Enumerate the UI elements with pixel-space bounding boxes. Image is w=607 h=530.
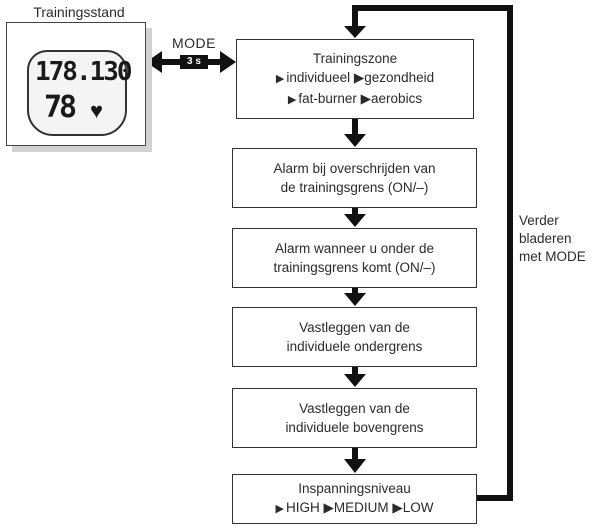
arrow-3-head (344, 293, 366, 306)
mode-hold-badge: 3 s (180, 55, 208, 69)
box-training-zone-title: Trainingszone (312, 50, 398, 66)
watch-display (27, 50, 127, 136)
display-bottom-readout: 78 (44, 90, 77, 125)
arrow-2-head (344, 214, 366, 227)
box-training-zone-line-2-wrap: ▶individueel ▶gezondheid (237, 68, 473, 89)
side-note-line-2: bladeren (519, 231, 572, 246)
loop-back-arrowhead (344, 26, 366, 38)
box-alarm-over-limit: Alarm bij overschrijden van de trainings… (232, 148, 477, 208)
mode-arrow-right-head (220, 51, 236, 73)
box-alarm-over-limit-line-1: Alarm bij overschrijden van (273, 161, 436, 176)
box-set-upper-limit-line-2: individuele bovengrens (285, 420, 424, 435)
device-title: Trainingsstand (33, 4, 125, 20)
box-effort-level-title: Inspanningsniveau (298, 481, 411, 496)
box-training-zone-line-2: individueel ▶gezondheid (286, 69, 435, 85)
box-set-lower-limit: Vastleggen van de individuele ondergrens (232, 307, 477, 367)
mode-label: MODE (172, 35, 216, 51)
mode-arrow-left-head (146, 51, 162, 73)
heart-rate-icon: ♥ (90, 98, 104, 123)
box-alarm-over-limit-line-2: de trainingsgrens (ON/–) (280, 180, 429, 195)
side-note: Verder bladeren met MODE (519, 212, 605, 266)
box-set-upper-limit-line-1: Vastleggen van de (299, 401, 410, 416)
box-set-lower-limit-line-1: Vastleggen van de (299, 320, 410, 335)
arrow-4-head (344, 374, 366, 387)
arrow-1-head (344, 134, 366, 147)
play-marker-icon: ▶ (275, 72, 285, 85)
display-top-readout: 178.130 (35, 57, 133, 87)
side-note-line-1: Verder (519, 213, 559, 228)
box-alarm-under-limit-line-2: trainingsgrens komt (ON/–) (273, 260, 436, 275)
box-set-lower-limit-line-2: individuele ondergrens (286, 339, 423, 354)
side-note-line-3: met MODE (519, 249, 586, 264)
box-alarm-under-limit-line-1: Alarm wanneer u onder de (274, 241, 435, 256)
box-effort-level: Inspanningsniveau ▶HIGH ▶MEDIUM ▶LOW (232, 474, 477, 524)
box-set-upper-limit: Vastleggen van de individuele bovengrens (232, 388, 477, 448)
box-training-zone-line-3-wrap: ▶fat-burner ▶aerobics (237, 89, 473, 110)
arrow-5-head (344, 459, 366, 473)
loop-back-line (352, 5, 513, 501)
box-effort-level-line-2-wrap: ▶HIGH ▶MEDIUM ▶LOW (233, 498, 476, 519)
play-marker-icon: ▶ (287, 93, 297, 106)
box-training-zone: Trainingszone ▶individueel ▶gezondheid ▶… (236, 39, 474, 119)
box-effort-level-line-2: HIGH ▶MEDIUM ▶LOW (285, 500, 434, 515)
play-marker-icon: ▶ (275, 503, 284, 515)
box-training-zone-line-3: fat-burner ▶aerobics (298, 90, 423, 106)
box-alarm-under-limit: Alarm wanneer u onder de trainingsgrens … (232, 228, 477, 288)
